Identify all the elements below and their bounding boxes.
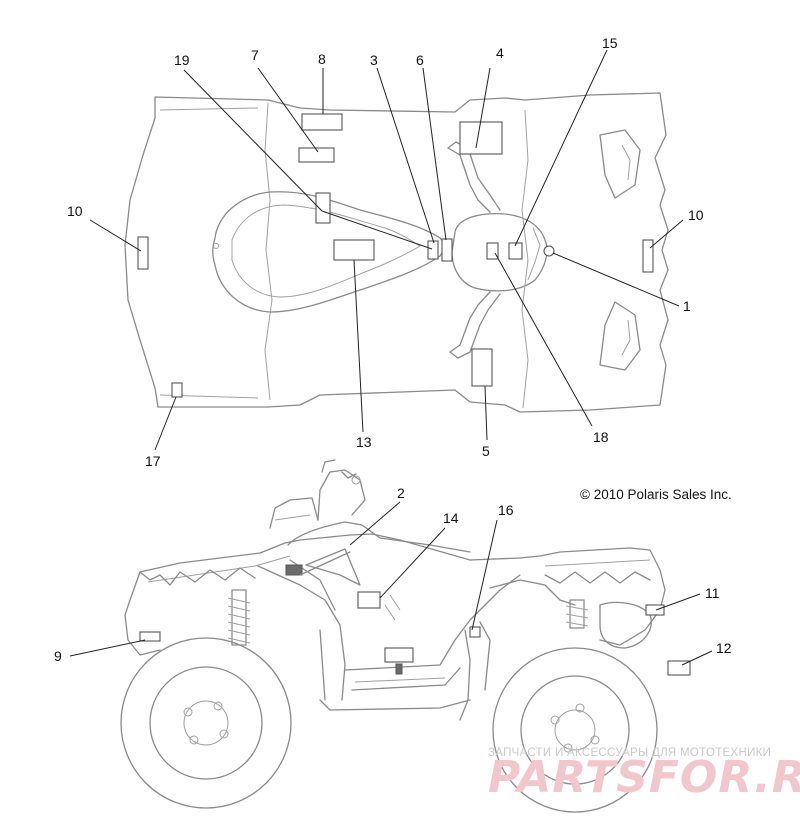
callout-2: 2 <box>397 485 405 501</box>
callout-10-right: 10 <box>688 207 704 223</box>
callout-17: 17 <box>145 453 161 469</box>
callout-10-left: 10 <box>67 203 83 219</box>
callout-3: 3 <box>370 52 378 68</box>
callout-19: 19 <box>174 52 190 68</box>
watermark-brand: PARTSFOR.RU <box>488 752 800 803</box>
callout-16: 16 <box>498 502 514 518</box>
copyright-notice: © 2010 Polaris Sales Inc. <box>580 487 732 502</box>
atv-side-view <box>120 459 691 813</box>
callout-13: 13 <box>356 434 372 450</box>
watermark-tagline: ЗАПЧАСТИ И АКСЕССУАРЫ ДЛЯ МОТОТЕХНИКИ <box>488 747 771 759</box>
callout-4: 4 <box>496 45 504 61</box>
callout-11: 11 <box>705 585 720 601</box>
callout-12: 12 <box>716 640 732 656</box>
callout-7: 7 <box>251 47 259 63</box>
callout-labels: 1 2 3 4 5 6 7 8 9 10 10 11 12 13 14 15 1… <box>54 35 732 664</box>
callout-18: 18 <box>593 429 609 445</box>
callout-14: 14 <box>443 510 459 526</box>
atv-top-view <box>124 92 669 413</box>
callout-8: 8 <box>318 51 326 67</box>
callout-6: 6 <box>416 52 424 68</box>
callout-9: 9 <box>54 648 62 664</box>
leader-lines <box>69 49 713 666</box>
callout-5: 5 <box>482 443 490 459</box>
callout-15: 15 <box>602 35 618 51</box>
callout-1: 1 <box>683 298 691 314</box>
